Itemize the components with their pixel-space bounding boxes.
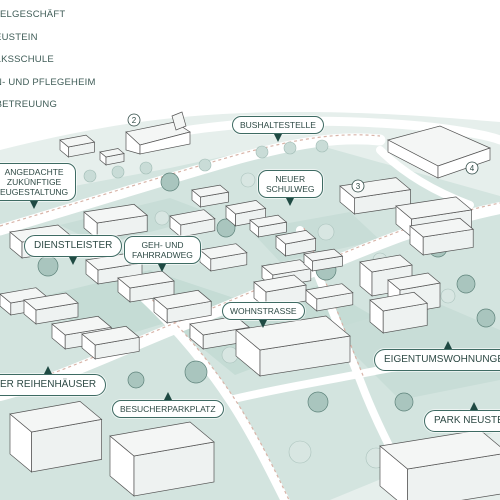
building-face (9, 401, 103, 433)
legend-item: TTELGESCHÄFT (0, 9, 66, 20)
callout-pointer (469, 402, 478, 410)
building-face (387, 272, 441, 291)
building-face (249, 214, 288, 228)
legend-item: OLKSSCHULE (0, 54, 54, 65)
callout-label: PARK NEUSTEIN (434, 415, 500, 426)
callout-pointer (273, 134, 282, 142)
marker-3: 3 (356, 182, 361, 191)
building-face (225, 200, 267, 215)
callout-pointer (443, 341, 452, 349)
building-face (169, 209, 216, 226)
callout-label: WOHNSTRASSE (230, 306, 297, 316)
building-face (153, 289, 213, 310)
callout-dienstleister: DIENSTLEISTER (24, 235, 123, 265)
building-face (369, 291, 429, 312)
callout-label: GEH- UND (141, 240, 184, 250)
building-face (99, 148, 125, 158)
building-face (83, 203, 149, 224)
callout-label: EUGESTALTUNG (0, 187, 69, 197)
callout-label: EIGENTUMSWOHNUNGEN (384, 354, 500, 365)
marker-4: 4 (470, 164, 475, 173)
building-face (303, 248, 344, 262)
building-face (191, 184, 230, 198)
church (125, 111, 191, 155)
callout-angedachte: ANGEDACHTE ZUKÜNFTIGE EUGESTALTUNG (0, 163, 77, 209)
callout-neuer-schulweg: NEUER SCHULWEG (258, 170, 323, 206)
building-face (253, 274, 307, 293)
building-face (305, 283, 354, 300)
building-face (359, 254, 413, 273)
callout-label: ZUKÜNFTIGE (6, 177, 62, 187)
callout-reihenhaeuser: ER REIHENHÄUSER (0, 366, 107, 396)
callout-pointer (286, 198, 295, 206)
building-face (235, 315, 351, 351)
callout-bushaltestelle: BUSHALTESTELLE (232, 116, 324, 142)
callout-label: FAHRRADWEG (132, 250, 193, 260)
callout-label: BESUCHERPARKPLATZ (120, 404, 216, 414)
building-face (395, 196, 473, 220)
callout-label: DIENSTLEISTER (34, 240, 113, 251)
callout-pointer (44, 366, 53, 374)
building-face (117, 270, 175, 289)
legend-item: OBETREUUNG (0, 99, 58, 110)
callout-pointer (30, 201, 39, 209)
callout-wohnstrasse: WOHNSTRASSE (222, 302, 305, 328)
building-face (81, 325, 141, 346)
callout-geh-und-radweg: GEH- UND FAHRRADWEG (124, 236, 201, 272)
building-face (199, 243, 248, 260)
building-face (275, 230, 317, 245)
callout-pointer (259, 320, 268, 328)
legend-item: NEUSTEIN (0, 31, 38, 43)
building-face (409, 217, 475, 238)
building-face (59, 134, 96, 148)
marker-2: 2 (132, 116, 137, 125)
school (387, 125, 491, 179)
callout-pointer (158, 264, 167, 272)
callout-label: BUSHALTESTELLE (240, 120, 316, 130)
callout-pointer (163, 392, 172, 400)
buildings (0, 134, 500, 500)
callout-label: NEUER (275, 174, 306, 184)
callout-eigentumswohnungen: EIGENTUMSWOHNUNGEN (374, 341, 500, 371)
callout-besucherparkplatz: BESUCHERPARKPLATZ (112, 392, 224, 418)
building-face (23, 292, 79, 311)
legend: TTELGESCHÄFT NEUSTEIN OLKSSCHULE HN- UND… (0, 4, 96, 117)
callout-label: ANGEDACHTE (4, 167, 64, 177)
building-face (339, 177, 412, 199)
callout-pointer (69, 257, 78, 265)
legend-item: HN- UND PFLEGEHEIM (0, 76, 96, 88)
callout-label: ER REIHENHÄUSER (0, 379, 97, 390)
building-face (189, 315, 251, 336)
building-face (109, 421, 215, 457)
building-face (379, 429, 500, 470)
callout-label: SCHULWEG (266, 184, 315, 194)
callout-park-neustein: PARK NEUSTEIN (424, 402, 500, 432)
building-face (51, 315, 113, 336)
markers: 2 3 4 (127, 113, 479, 193)
